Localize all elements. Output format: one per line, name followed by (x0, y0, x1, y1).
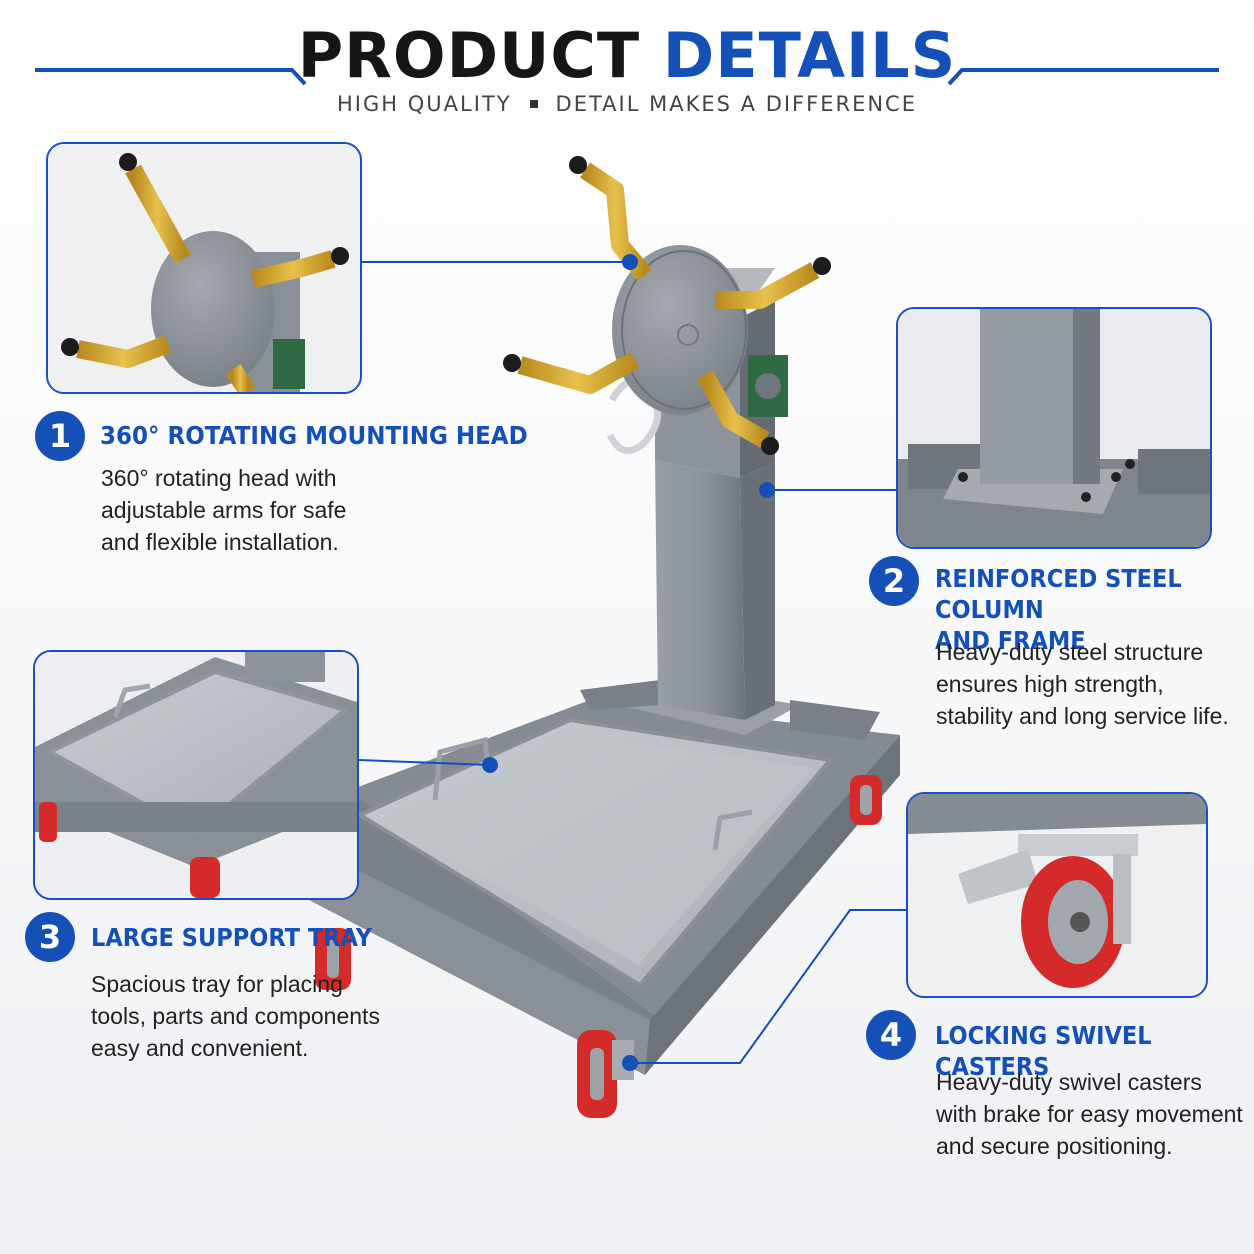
rotating-head (503, 156, 831, 455)
feature-4-description: Heavy-duty swivel casters with brake for… (936, 1069, 1243, 1159)
page-title: PRODUCT DETAILS (0, 16, 1254, 96)
feature-3-description: Spacious tray for placing tools, parts a… (91, 971, 380, 1061)
detail-box-steel-column (896, 307, 1212, 549)
page-subtitle: HIGH QUALITY DETAIL MAKES A DIFFERENCE (0, 92, 1254, 116)
subtitle-left: HIGH QUALITY (337, 92, 512, 116)
feature-2-title: REINFORCED STEEL COLUMN AND FRAME (935, 564, 1182, 655)
feature-4-title: LOCKING SWIVEL CASTERS (935, 1021, 1152, 1081)
feature-2-badge: 2 (869, 556, 919, 606)
feature-1-title: 360° ROTATING MOUNTING HEAD (100, 421, 528, 450)
feature-3-badge: 3 (25, 912, 75, 962)
feature-3-title: LARGE SUPPORT TRAY (91, 923, 373, 952)
leader-lines (357, 261, 908, 1064)
title-part-1: PRODUCT (297, 19, 641, 92)
base-frame (290, 680, 900, 1075)
header-rules (35, 68, 1219, 86)
detail-box-rotating-head (46, 142, 362, 394)
detail-box-support-tray (33, 650, 359, 900)
bullet-separator-icon (529, 99, 538, 108)
rotating-head-closeup (48, 144, 360, 392)
title-part-2: DETAILS (662, 19, 957, 92)
caster-closeup (908, 794, 1206, 996)
leader-dots (482, 254, 775, 1071)
feature-1-badge: 1 (35, 411, 85, 461)
steel-column-closeup (898, 309, 1210, 547)
subtitle-right: DETAIL MAKES A DIFFERENCE (555, 92, 917, 116)
support-tray-closeup (35, 652, 357, 898)
caster-wheels (315, 775, 882, 1118)
feature-1-description: 360° rotating head with adjustable arms … (101, 465, 347, 555)
feature-2-description: Heavy-duty steel structure ensures high … (936, 639, 1229, 729)
feature-4-badge: 4 (866, 1010, 916, 1060)
detail-box-casters (906, 792, 1208, 998)
